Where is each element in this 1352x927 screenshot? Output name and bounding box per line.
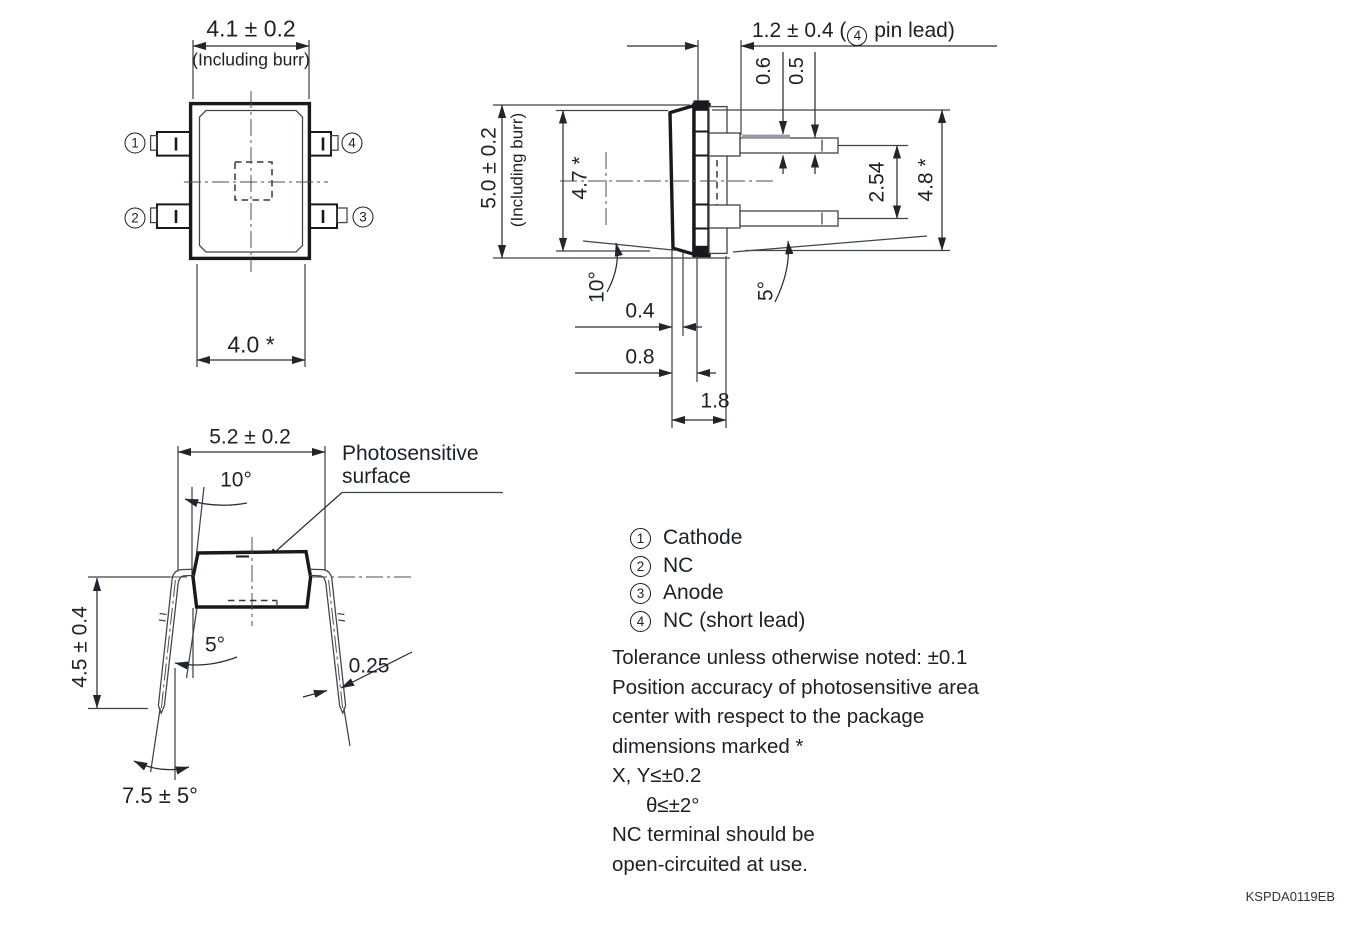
legend-pin-3-number: 3	[636, 585, 645, 601]
notes-block: Tolerance unless otherwise noted: ±0.1 P…	[612, 643, 979, 879]
legend-pin-2-number: 2	[636, 558, 645, 574]
pin4-lead-dim-num: 4	[853, 28, 862, 43]
side-lead-pin3	[708, 204, 839, 229]
legend-pin-2-label: NC	[663, 554, 694, 577]
legend-row-nc: 2 NC	[630, 554, 693, 578]
note-line: θ≤±2°	[646, 793, 700, 817]
pin-4-number: 4	[348, 135, 356, 151]
lead-pitch-dim: 2.54	[865, 161, 889, 203]
bent-lead-view	[88, 446, 503, 780]
pin4-lead-dim-prefix: 1.2 ± 0.4 (	[752, 19, 847, 42]
pin-2-marker: 2	[124, 207, 146, 229]
front-package-outline	[188, 101, 312, 261]
side-view	[493, 40, 997, 428]
pin4-lead-dim-suffix: pin lead)	[868, 19, 955, 42]
pin-3-number: 3	[359, 209, 367, 225]
front-pin-4	[309, 131, 339, 157]
legend-pin-4-number: 4	[636, 613, 645, 629]
lead-width-callout	[302, 651, 413, 698]
note-line: Position accuracy of photosensitive area	[612, 675, 979, 699]
front-view	[149, 40, 348, 367]
legend-pin-3-label: Anode	[663, 581, 724, 604]
legend-row-nc-short-lead: 4 NC (short lead)	[630, 609, 805, 633]
lead-width-dim: 0.25	[348, 654, 390, 678]
pin-1-marker: 1	[124, 132, 146, 154]
legend-row-cathode: 1 Cathode	[630, 526, 742, 550]
lead-thick-plated-dim: 0.6	[753, 57, 775, 85]
side-height-ref-dim: 4.7 *	[568, 156, 592, 200]
step2-dim: 0.8	[625, 345, 655, 369]
front-width-dim: 4.1 ± 0.2	[206, 15, 296, 42]
pin4-lead-dim: 1.2 ± 0.4 ( 4 pin lead)	[752, 19, 955, 47]
front-pin-2	[149, 203, 191, 229]
side-height-dim: 5.0 ± 0.2	[477, 127, 501, 209]
pin-4-inline-marker: 4	[847, 26, 868, 47]
photosensitive-label-line2: surface	[342, 465, 411, 488]
lead-thick-dim: 0.5	[786, 57, 808, 85]
note-line: center with respect to the package	[612, 705, 925, 728]
legend-pin-1-number: 1	[636, 530, 645, 546]
step3-dim: 1.8	[700, 389, 730, 413]
note-line: Tolerance unless otherwise noted: ±0.1	[612, 646, 968, 669]
pin-3-marker: 3	[352, 206, 374, 228]
legend-pin-3-marker: 3	[630, 582, 651, 604]
side-lead-angle: 5°	[754, 280, 778, 302]
drawing-code: KSPDA0119EB	[1245, 889, 1335, 904]
bottom-lead-angle-callout	[174, 607, 238, 679]
legend-pin-1-label: Cathode	[663, 526, 743, 549]
note-line: X, Y≤±0.2	[612, 764, 702, 787]
front-pin-1	[149, 131, 191, 157]
photosensitive-surface-label: Photosensitive surface	[342, 442, 479, 488]
side-package-body	[668, 103, 696, 257]
bottom-right-lead	[309, 568, 351, 747]
legend-row-anode: 3 Anode	[630, 581, 724, 605]
photosensitive-surface-leader	[265, 491, 503, 561]
legend-pin-4-label: NC (short lead)	[663, 609, 806, 632]
front-pin-3	[309, 203, 348, 229]
bottom-height-dim: 4.5 ± 0.4	[68, 606, 92, 688]
lead-span-ref-dim: 4.8 *	[914, 158, 938, 202]
photosensitive-label-line1: Photosensitive	[342, 442, 479, 465]
lead-splay-angle: 7.5 ± 5°	[122, 782, 198, 808]
pin-4-marker: 4	[341, 132, 363, 154]
pin-2-number: 2	[131, 210, 139, 226]
note-line: open-circuited at use.	[612, 852, 809, 876]
step1-dim: 0.4	[625, 299, 655, 323]
legend-pin-4-marker: 4	[630, 610, 651, 632]
side-draft-angle-callout	[582, 240, 679, 293]
note-line: dimensions marked *	[612, 734, 804, 758]
side-lead-pin4	[708, 132, 839, 157]
bottom-draft-angle: 10°	[220, 468, 252, 492]
side-lead-angle-callout	[732, 235, 928, 303]
side-height-note: (Including burr)	[507, 112, 527, 228]
side-draft-angle: 10°	[585, 271, 609, 303]
front-width-note: (Including burr)	[192, 49, 310, 70]
legend-pin-1-marker: 1	[630, 527, 651, 549]
front-photosensitive-area	[234, 161, 273, 201]
lead-splay-angle-callout	[133, 668, 190, 780]
legend-pin-2-marker: 2	[630, 555, 651, 577]
front-width-ref-dim: 4.0 *	[227, 331, 275, 358]
note-line: NC terminal should be	[612, 823, 815, 846]
bottom-lead-angle: 5°	[204, 633, 226, 657]
pin-1-number: 1	[131, 135, 139, 151]
bottom-width-dim: 5.2 ± 0.2	[209, 425, 291, 449]
